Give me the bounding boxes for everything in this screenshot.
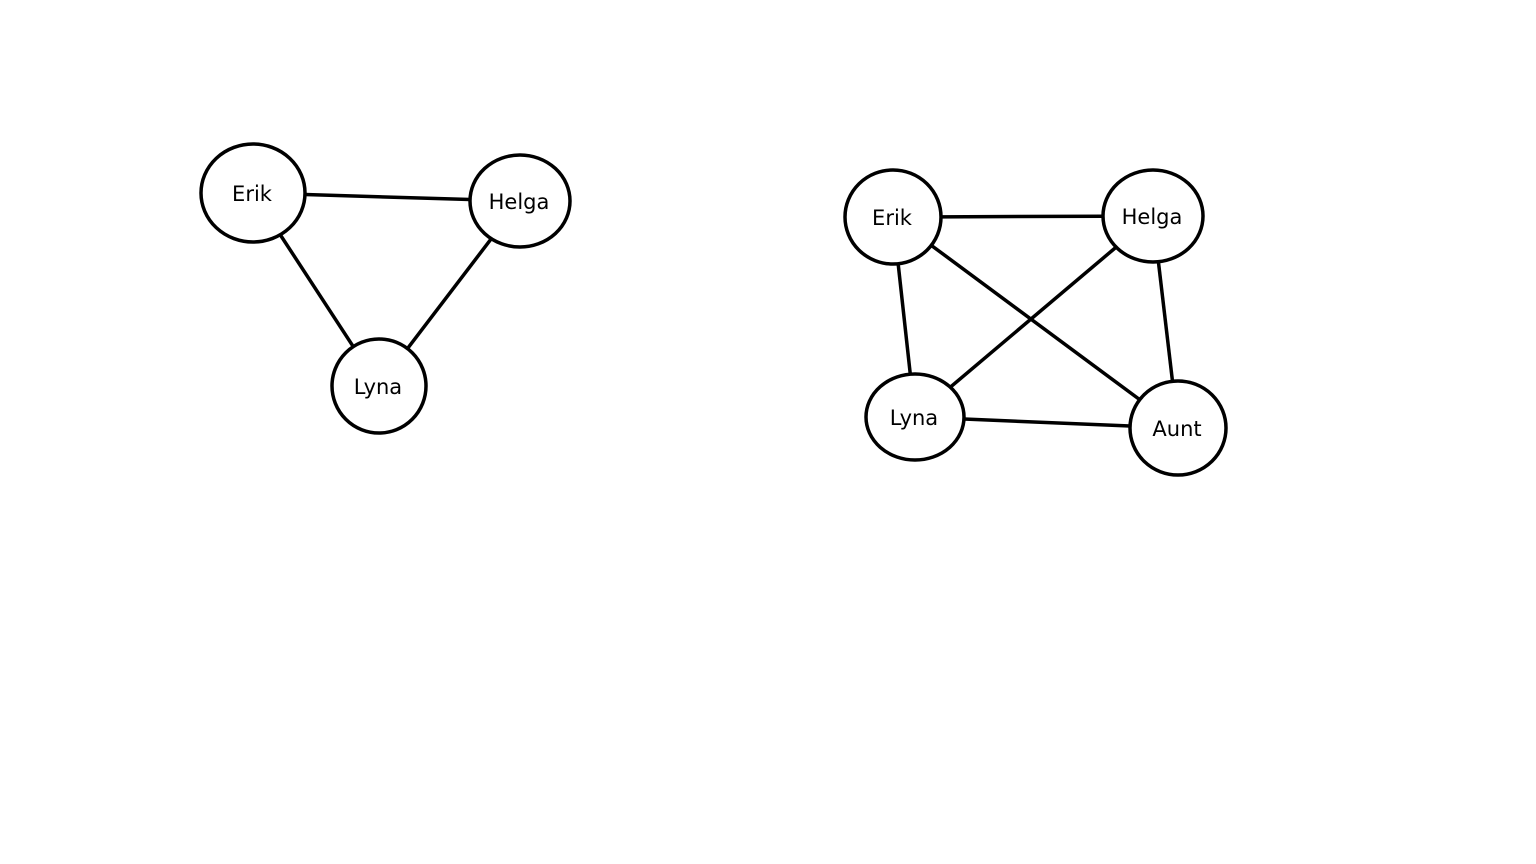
edge-erik-aunt: [930, 243, 1141, 402]
node-aunt: Aunt: [1128, 379, 1228, 477]
edge-erik-lyna: [896, 263, 913, 375]
edge-erik-lyna: [278, 233, 355, 348]
node-helga: Helga: [1101, 168, 1205, 264]
edge-helga-aunt: [1156, 261, 1175, 382]
node-label: Helga: [489, 190, 550, 214]
node-circle: [1128, 379, 1228, 477]
node-circle: [864, 372, 966, 462]
node-circle: [330, 337, 428, 435]
node-circle: [1101, 168, 1205, 264]
node-circle: [843, 168, 943, 266]
node-lyna: Lyna: [864, 372, 966, 462]
edge-erik-helga: [304, 192, 471, 202]
node-erik: Erik: [199, 142, 307, 244]
node-erik: Erik: [843, 168, 943, 266]
node-circle: [199, 142, 307, 244]
edge-lyna-aunt: [963, 417, 1131, 428]
node-label: Helga: [1122, 205, 1183, 229]
node-label: Erik: [872, 206, 913, 230]
edge-erik-helga: [940, 214, 1104, 219]
node-label: Aunt: [1152, 417, 1201, 441]
node-lyna: Lyna: [330, 337, 428, 435]
node-label: Lyna: [890, 406, 938, 430]
edge-helga-lyna: [406, 237, 493, 350]
node-label: Erik: [232, 182, 273, 206]
node-label: Lyna: [354, 375, 402, 399]
node-helga: Helga: [468, 153, 572, 249]
edge-helga-lyna: [949, 245, 1118, 389]
node-circle: [468, 153, 572, 249]
